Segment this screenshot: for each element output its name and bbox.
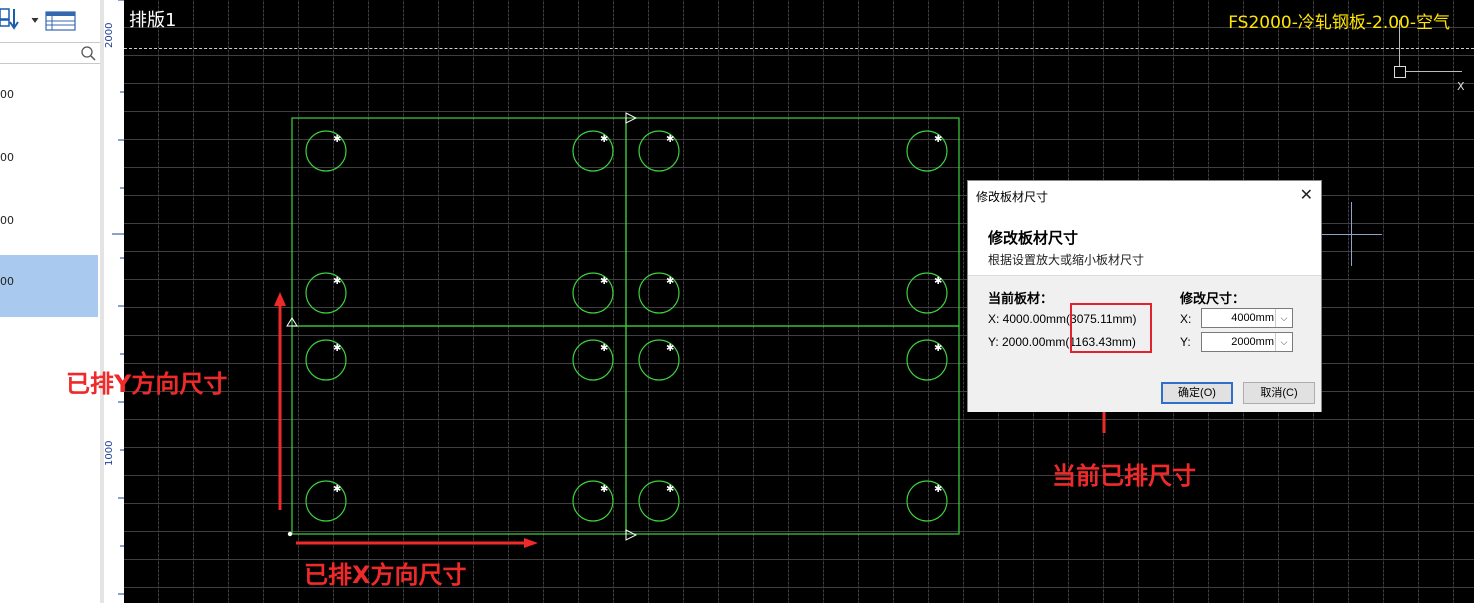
panel-splitter[interactable] [100,0,104,603]
search-field[interactable] [0,42,100,64]
svg-text:✱: ✱ [934,484,942,495]
svg-text:✱: ✱ [333,484,341,495]
svg-text:✱: ✱ [600,134,608,145]
origin-line-v [1399,20,1400,66]
current-y-nested: (1163.43mm) [1065,335,1136,349]
dialog-body: 当前板材： X: 4000.00mm(3075.11mm) Y: 2000.00… [968,276,1321,374]
svg-text:✱: ✱ [333,134,341,145]
nested-size-highlight [1070,303,1152,353]
current-y-text: Y: 2000.00mm [988,335,1066,349]
chevron-down-icon[interactable]: ⌵ [1275,333,1292,351]
x-size-combo[interactable]: 4000mm ⌵ [1201,308,1293,328]
modify-size-label: 修改尺寸： [1180,291,1246,306]
sheet-title: 排版1 [129,10,177,31]
svg-text:✱: ✱ [666,134,674,145]
svg-text:✱: ✱ [600,343,608,354]
list-item[interactable]: 00 [0,151,14,164]
current-x-nested: (3075.11mm) [1066,312,1137,326]
modify-sheet-size-dialog: 修改板材尺寸 ✕ 修改板材尺寸 根据设置放大或缩小板材尺寸 当前板材： X: 4… [967,180,1322,412]
current-x-value: X: 4000.00mm(3075.11mm) [988,312,1137,326]
list-item[interactable]: 00 [0,88,14,101]
x-size-value: 4000mm [1231,312,1274,324]
close-icon[interactable]: ✕ [1299,187,1313,204]
hole-circle [305,339,347,381]
start-markers [286,112,638,541]
nested-parts: ✱ ✱ ✱ ✱ ✱ ✱ ✱ ✱ ✱ ✱ ✱ ✱ ✱ ✱ ✱ ✱ [274,112,1110,548]
ruler-label-top: 2000 [104,22,115,48]
part-outline[interactable] [291,325,627,535]
hole-circle [906,339,948,381]
svg-text:✱: ✱ [666,484,674,495]
hole-circle [638,339,680,381]
svg-text:✱: ✱ [333,343,341,354]
dialog-title: 修改板材尺寸 [976,190,1049,204]
svg-text:✱: ✱ [666,276,674,287]
annotation-current-size: 当前已排尺寸 [1052,462,1196,490]
hole-circle [638,272,680,314]
svg-text:✱: ✱ [333,276,341,287]
dialog-heading: 修改板材尺寸 [988,230,1079,247]
toolbar-icons [0,8,76,31]
hole-circle [305,130,347,172]
dialog-header: 修改板材尺寸 根据设置放大或缩小板材尺寸 [968,209,1321,276]
sort-icon[interactable] [0,8,39,30]
part-outline[interactable] [625,117,960,327]
pierce-markers: ✱ ✱ ✱ ✱ ✱ ✱ ✱ ✱ ✱ ✱ ✱ ✱ ✱ ✱ ✱ ✱ [333,134,942,495]
list-item[interactable]: 00 [0,214,14,227]
y-size-value: 2000mm [1231,336,1274,348]
hole-circle [906,130,948,172]
table-icon[interactable] [45,11,76,31]
part-outline[interactable] [291,117,627,327]
hole-circle [572,480,614,522]
hole-circle [638,480,680,522]
svg-text:✱: ✱ [934,343,942,354]
y-size-combo[interactable]: 2000mm ⌵ [1201,332,1293,352]
svg-text:✱: ✱ [600,484,608,495]
sheet-origin-dot [287,531,293,537]
dialog-titlebar: 修改板材尺寸 ✕ [968,181,1321,209]
hole-circle [638,130,680,172]
cancel-button[interactable]: 取消(C) [1243,382,1315,404]
modify-y-label: Y: [1180,335,1191,349]
hole-circle [305,272,347,314]
hole-circle [906,480,948,522]
current-sheet-label: 当前板材： [988,291,1054,306]
hole-circle [572,130,614,172]
dialog-subheading: 根据设置放大或缩小板材尺寸 [988,253,1145,267]
chevron-down-icon[interactable]: ⌵ [1275,309,1292,327]
search-icon[interactable] [0,43,100,63]
axis-x-label: X [1457,80,1465,93]
hole-circle [906,272,948,314]
ruler-label-mid: 1000 [104,440,115,466]
hole-circle [572,272,614,314]
annotation-x-direction: 已排X方向尺寸 [304,561,467,589]
dialog-footer: 确定(O) 取消(C) [968,375,1321,412]
origin-marker[interactable] [1394,66,1406,78]
modify-x-label: X: [1180,312,1192,326]
panel-toolbar [0,0,100,40]
svg-text:✱: ✱ [666,343,674,354]
part-list-panel: 00 00 00 00 [0,0,101,603]
svg-text:✱: ✱ [934,276,942,287]
hole-circle [572,339,614,381]
current-x-text: X: 4000.00mm [988,312,1067,326]
svg-text:✱: ✱ [934,134,942,145]
material-label: FS2000-冷轧钢板-2.00-空气 [1228,13,1450,33]
annotation-y-direction: 已排Y方向尺寸 [66,370,228,398]
origin-line-h [1406,71,1462,72]
svg-text:✱: ✱ [600,276,608,287]
sheet-top-edge [124,48,1474,49]
hole-circle [305,480,347,522]
current-y-value: Y: 2000.00mm(1163.43mm) [988,335,1136,349]
ruler-ticks [112,0,124,595]
vertical-ruler: 2000 1000 [104,0,125,603]
ok-button[interactable]: 确定(O) [1161,382,1233,404]
part-outline[interactable] [625,325,960,535]
list-item-selected[interactable]: 00 [0,255,98,317]
cursor-crosshair-v [1351,202,1352,266]
